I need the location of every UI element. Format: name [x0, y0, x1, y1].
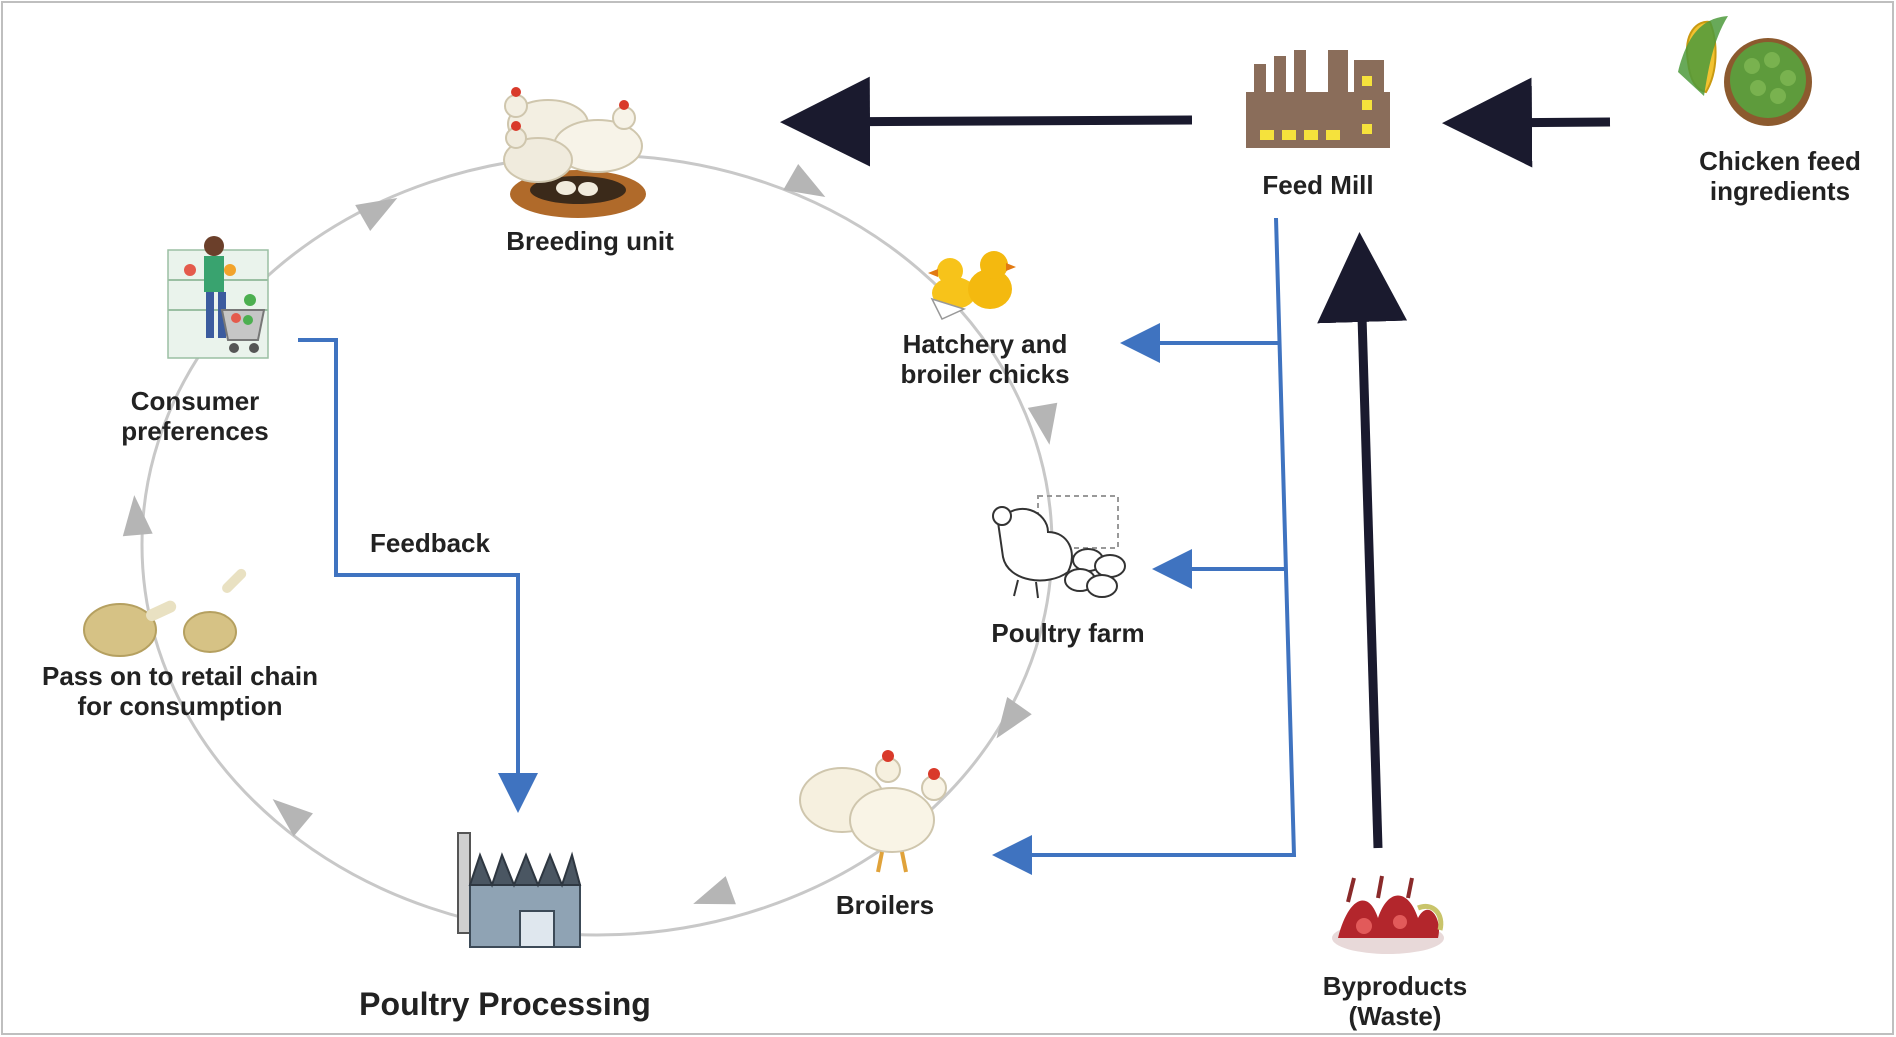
- breeding-unit-label: Breeding unit: [506, 226, 674, 256]
- arrow-ingredients-to-feed-mill: [1442, 77, 1611, 168]
- processing-plant-icon: [457, 832, 582, 948]
- cycle-arrows: [122, 164, 1058, 905]
- hatching-chicks-icon: [928, 251, 1016, 320]
- chicken-feed-label-line1: Chicken feed: [1699, 146, 1861, 176]
- arrow-feed-mill-to-breeding: [780, 76, 1193, 167]
- supply-arrows: [780, 76, 1611, 849]
- cycle-arrow: [996, 697, 1032, 739]
- shopper-with-cart-icon: [167, 236, 269, 359]
- consumer-label-line2: preferences: [121, 416, 268, 446]
- feed-distribution-lines: [298, 217, 1297, 875]
- consumer-label-line1: Consumer: [131, 386, 260, 416]
- feedback-line: [298, 338, 538, 813]
- waste-byproducts-icon: [1332, 875, 1444, 954]
- hen-with-eggs-icon: [992, 495, 1126, 599]
- byproducts-label-line1: Byproducts: [1323, 971, 1467, 1001]
- broilers-label: Broilers: [836, 890, 934, 920]
- corn-and-soybeans-icon: [1678, 16, 1812, 126]
- retail-label-line2: for consumption: [77, 691, 282, 721]
- arrow-byproducts-to-feed-mill: [1317, 232, 1408, 849]
- cycle-arrow: [1027, 402, 1058, 445]
- feed-trunk-line: [1000, 217, 1297, 857]
- cycle-arrow: [272, 799, 313, 837]
- hens-on-nest-icon: [503, 87, 646, 218]
- cycle-arrow: [783, 164, 826, 197]
- hatchery-label-line2: broiler chicks: [900, 359, 1069, 389]
- chicken-feed-label-line2: ingredients: [1710, 176, 1850, 206]
- chicken-drumsticks-icon: [83, 568, 247, 657]
- broiler-chickens-icon: [799, 750, 947, 873]
- poultry-farm-label: Poultry farm: [991, 618, 1144, 648]
- cycle-arrow: [693, 876, 736, 905]
- feedback-label: Feedback: [370, 528, 490, 558]
- feed-mill-factory-icon: [1246, 50, 1390, 148]
- feed-mill-label: Feed Mill: [1262, 170, 1373, 200]
- byproducts-label-line2: (Waste): [1349, 1001, 1442, 1031]
- hatchery-label-line1: Hatchery and: [903, 329, 1068, 359]
- cycle-arrow: [355, 198, 398, 231]
- cycle-arrow: [122, 495, 153, 537]
- poultry-processing-label: Poultry Processing: [359, 986, 651, 1022]
- retail-label-line1: Pass on to retail chain: [42, 661, 318, 691]
